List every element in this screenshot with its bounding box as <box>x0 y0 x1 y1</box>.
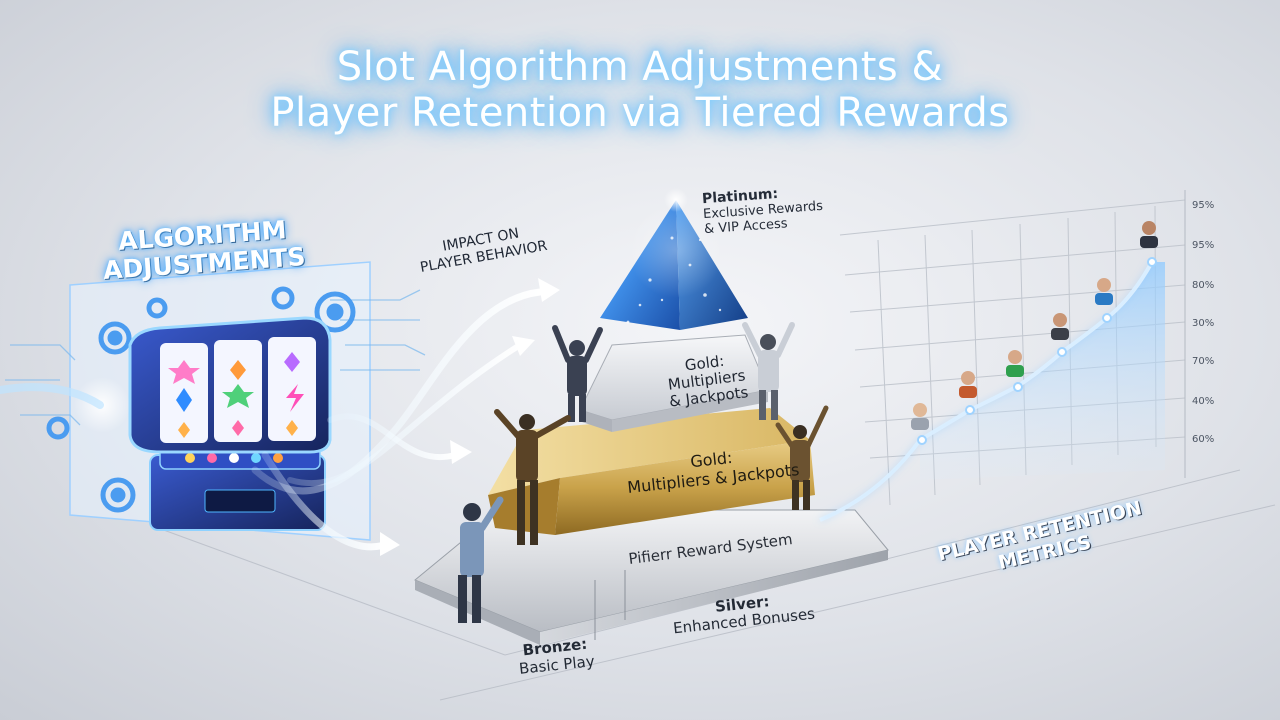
page-title-line-2: Player Retention via Tiered Rewards <box>270 90 1010 136</box>
retention-chart <box>819 190 1186 522</box>
tier-pyramid <box>414 188 889 645</box>
gold-upper-tier-label: Gold: Multipliers & Jackpots <box>664 350 749 411</box>
player-figure <box>552 325 603 422</box>
tick-label: 80% <box>1192 280 1215 291</box>
player-figures <box>458 322 829 623</box>
slot-machine-icon <box>74 316 332 531</box>
tick-label: 60% <box>1192 434 1215 445</box>
tick-label: 95% <box>1192 240 1215 251</box>
tick-label: 30% <box>1192 318 1215 329</box>
player-figure <box>458 496 504 623</box>
player-figure <box>494 409 571 545</box>
flow-arrows <box>0 288 544 551</box>
avatar <box>911 221 1158 430</box>
player-figure <box>742 322 795 420</box>
tier-gold <box>488 408 810 495</box>
tick-label: 70% <box>1192 356 1215 367</box>
tick-label: 40% <box>1192 396 1215 407</box>
tick-label: 95% <box>1192 200 1215 211</box>
platinum-tier-label: Platinum: Exclusive Rewards & VIP Access <box>702 184 825 237</box>
player-figure <box>775 405 829 510</box>
page-title-line-1: Slot Algorithm Adjustments & <box>336 44 944 90</box>
arrow-heads <box>380 278 560 556</box>
